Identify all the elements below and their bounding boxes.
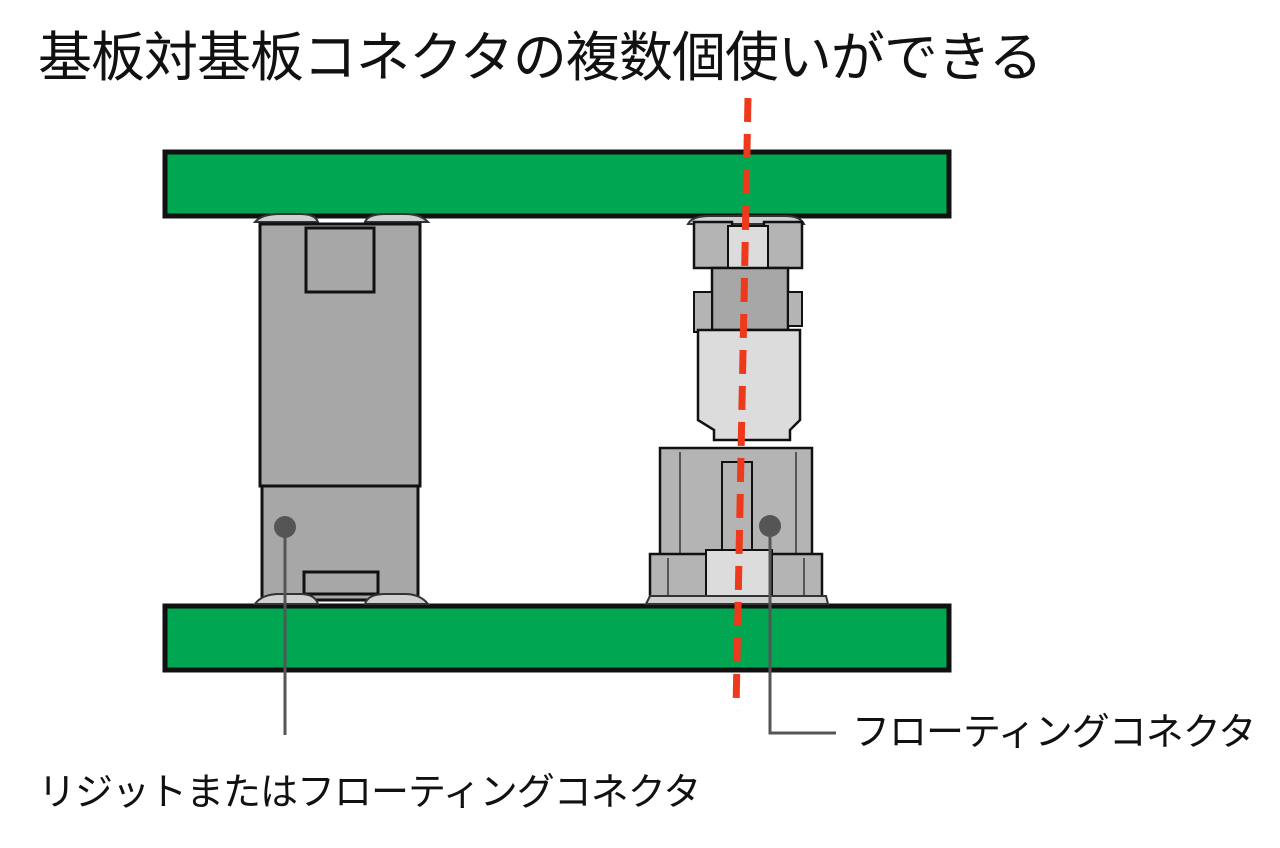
center-axis-line: [732, 97, 752, 711]
left-connector-label: リジットまたはフローティングコネクタ: [38, 770, 701, 814]
left-connector-top-notch: [304, 226, 376, 294]
right-connector-upper-ear-left: [693, 291, 713, 333]
right-connector-floating-plug: [696, 328, 802, 442]
right-connector-bottom-terminals: [644, 595, 830, 605]
right-connector-top-block-left: [692, 220, 734, 270]
right-leader-line: [768, 526, 836, 735]
left-connector: [252, 213, 431, 605]
left-connector-bottom-notch: [302, 570, 380, 596]
right-connector-label: フローティングコネクタ: [852, 710, 1256, 754]
upper-board: [162, 149, 952, 219]
lower-board: [162, 603, 952, 673]
page-title: 基板対基板コネクタの複数個使いができる: [38, 26, 1043, 89]
right-connector-upper-ear-right: [787, 291, 803, 327]
left-connector-bottom-terminals: [253, 593, 431, 605]
left-connector-top-terminals: [252, 213, 431, 223]
right-connector-upper-body: [710, 266, 790, 332]
right-connector-top-block-right: [762, 220, 804, 270]
